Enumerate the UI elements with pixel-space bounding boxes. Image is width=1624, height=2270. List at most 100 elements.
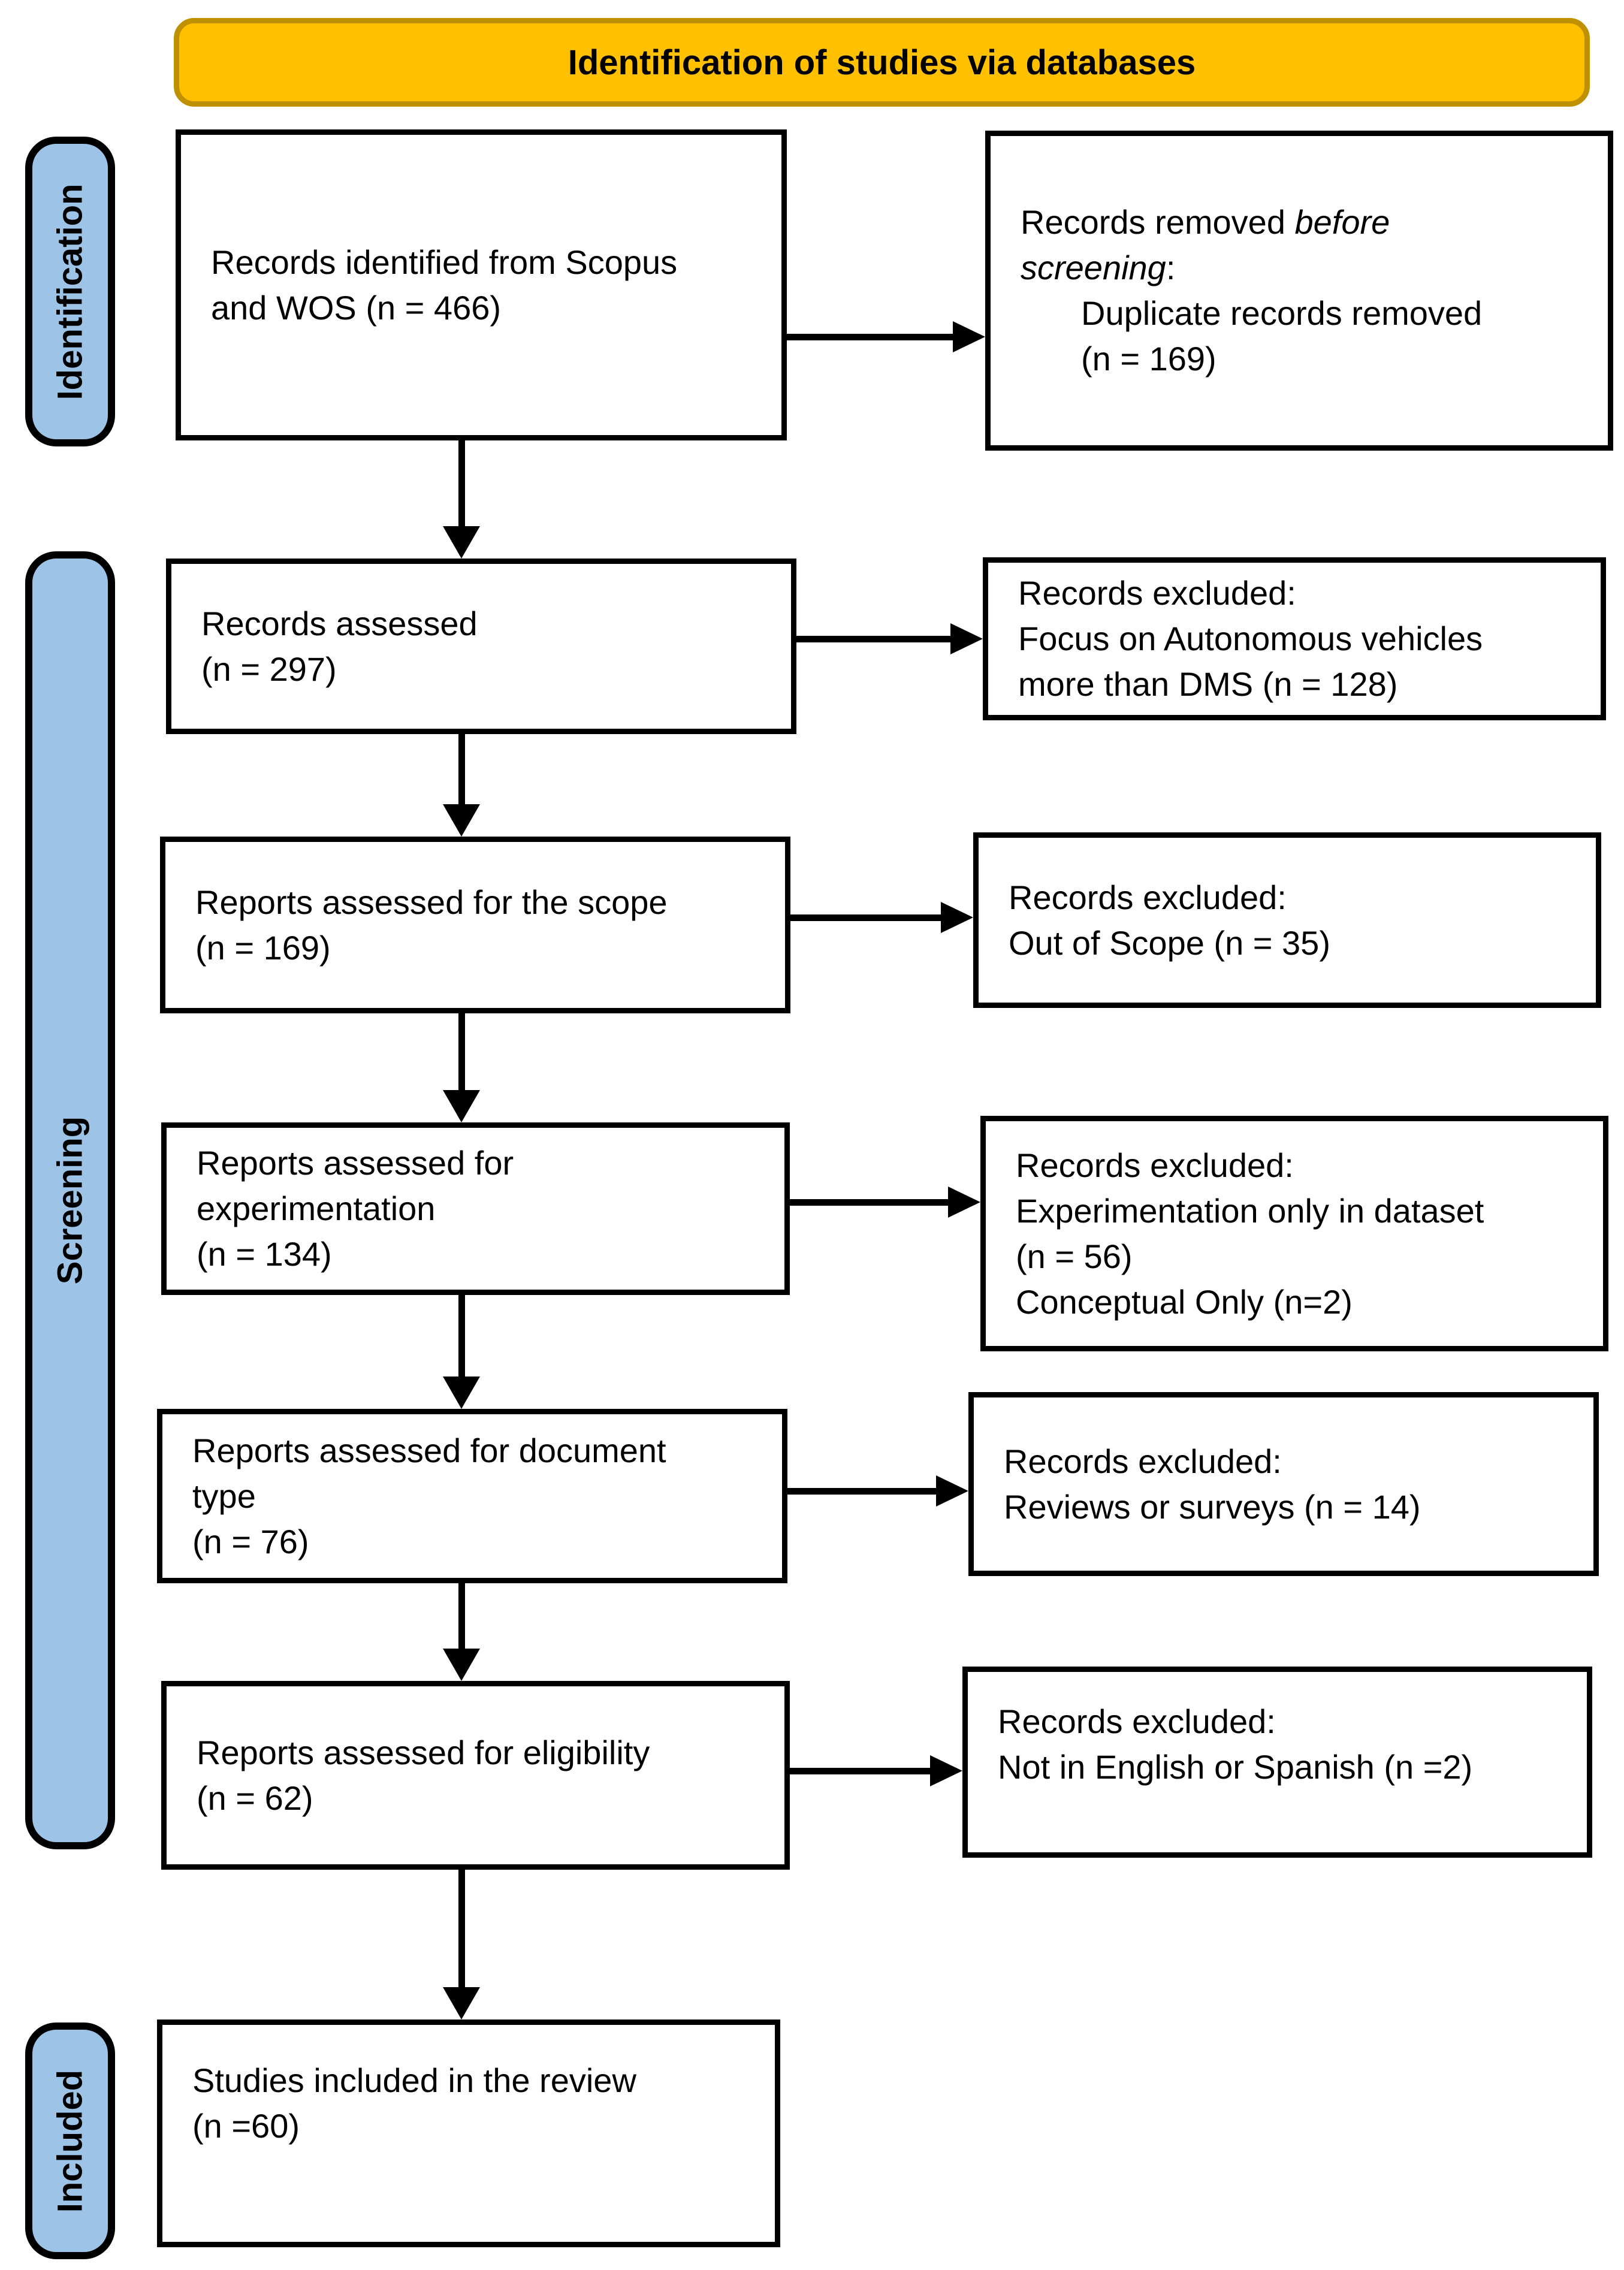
box-text-line: Studies included in the review — [192, 2061, 636, 2099]
arrow-right-row3 — [790, 902, 973, 933]
box-text-line: screening: — [1021, 245, 1597, 291]
arrow-head — [953, 321, 985, 352]
stage-label-included-text: Included — [50, 2069, 90, 2212]
arrow-shaft — [458, 734, 465, 811]
arrow-right-row2 — [796, 623, 983, 654]
arrow-down-6 — [443, 1870, 480, 2020]
arrow-head — [443, 526, 480, 559]
stage-label-identification: Identification — [25, 137, 115, 446]
arrow-down-1 — [443, 440, 480, 559]
arrow-down-2 — [443, 734, 480, 837]
italic-text-segment: screening — [1021, 249, 1166, 286]
box-text-line: more than DMS (n = 128) — [1018, 665, 1398, 703]
box-text-line: Duplicate records removed — [1021, 291, 1597, 336]
box-text-line: Reports assessed for — [197, 1144, 514, 1182]
text-segment: (n = 169) — [1081, 340, 1217, 378]
box-text-line: Reports assessed for the scope — [195, 883, 668, 921]
arrow-shaft — [787, 334, 960, 340]
arrow-head — [936, 1475, 968, 1507]
box-excluded-autonomous-vehicles: Records excluded: Focus on Autonomous veh… — [983, 557, 1606, 720]
arrow-down-3 — [443, 1013, 480, 1122]
box-records-assessed-text: Records assessed (n = 297) — [171, 601, 791, 692]
arrow-shaft — [790, 914, 948, 921]
arrow-shaft — [458, 1870, 465, 1994]
text-segment: : — [1166, 249, 1176, 286]
stage-label-included: Included — [25, 2023, 115, 2259]
box-excluded-experimentation-dataset-text: Records excluded: Experimentation only in… — [986, 1143, 1603, 1325]
italic-text-segment: before — [1294, 203, 1390, 241]
arrow-right-row5 — [787, 1475, 968, 1507]
box-text-line: (n = 134) — [197, 1235, 332, 1273]
arrow-head — [443, 1649, 480, 1681]
arrow-head — [443, 804, 480, 837]
box-text-line: Records excluded: — [1018, 574, 1296, 612]
arrow-shaft — [458, 1013, 465, 1097]
box-records-assessed: Records assessed (n = 297) — [166, 559, 796, 734]
box-text-line: Records removed before — [1021, 200, 1597, 245]
box-text-line: (n = 62) — [197, 1779, 313, 1817]
box-text-line: (n =60) — [192, 2107, 300, 2145]
box-text-line: type — [192, 1477, 256, 1515]
arrow-shaft — [787, 1488, 943, 1495]
box-reports-assessed-experimentation-text: Reports assessed for experimentation (n = … — [167, 1140, 784, 1277]
arrow-head — [950, 623, 983, 654]
box-text-line: Records assessed — [201, 604, 478, 642]
box-excluded-language: Records excluded: Not in English or Spani… — [962, 1667, 1592, 1858]
arrow-shaft — [458, 1295, 465, 1384]
box-excluded-reviews-surveys: Records excluded:Reviews or surveys (n =… — [968, 1392, 1599, 1576]
box-reports-assessed-scope: Reports assessed for the scope (n = 169) — [160, 837, 790, 1013]
arrow-shaft — [796, 636, 958, 642]
arrow-right-row4 — [790, 1187, 980, 1218]
box-text-line: (n = 56) — [1016, 1237, 1133, 1275]
box-excluded-language-text: Records excluded: Not in English or Spani… — [968, 1699, 1587, 1790]
box-text-line: Records excluded: — [998, 1702, 1276, 1740]
box-excluded-reviews-surveys-text: Records excluded:Reviews or surveys (n =… — [974, 1439, 1593, 1530]
box-text-line: and WOS (n = 466) — [211, 288, 502, 327]
box-reports-assessed-experimentation: Reports assessed for experimentation (n = … — [161, 1122, 790, 1295]
arrow-head — [941, 902, 973, 933]
arrow-down-5 — [443, 1583, 480, 1681]
box-excluded-out-of-scope: Records excluded: Out of Scope (n = 35) — [973, 832, 1601, 1008]
arrow-down-4 — [443, 1295, 480, 1409]
title-banner: Identification of studies via databases — [174, 18, 1590, 107]
box-text-line: (n = 169) — [195, 928, 331, 967]
arrow-shaft — [458, 1583, 465, 1656]
text-segment: Duplicate records removed — [1081, 294, 1483, 332]
stage-label-identification-text: Identification — [50, 183, 90, 400]
box-text-line: (n = 76) — [192, 1522, 309, 1560]
arrow-head — [930, 1755, 962, 1786]
box-text-line: Focus on Autonomous vehicles — [1018, 620, 1483, 657]
box-text-line: Experimentation only in dataset — [1016, 1191, 1484, 1230]
arrow-right-row1 — [787, 321, 985, 352]
box-studies-included: Studies included in the review (n =60) — [157, 2020, 780, 2247]
arrow-shaft — [790, 1199, 955, 1206]
arrow-right-row6 — [790, 1755, 962, 1786]
box-text-line: Records excluded: — [1009, 878, 1287, 916]
box-text-line: Records excluded: — [1004, 1442, 1282, 1480]
title-banner-label: Identification of studies via databases — [568, 43, 1196, 82]
box-reports-assessed-document-type-text: Reports assessed for document type (n = 76… — [162, 1428, 782, 1565]
box-excluded-experimentation-dataset: Records excluded: Experimentation only in… — [980, 1116, 1608, 1351]
box-text-line: Conceptual Only (n=2) — [1016, 1282, 1353, 1321]
box-excluded-autonomous-vehicles-text: Records excluded: Focus on Autonomous veh… — [988, 570, 1601, 707]
arrow-head — [443, 1377, 480, 1409]
box-text-line: (n = 297) — [201, 650, 337, 688]
stage-label-screening-text: Screening — [50, 1116, 90, 1285]
box-text-line: Not in English or Spanish (n =2) — [998, 1747, 1473, 1786]
arrow-head — [443, 1090, 480, 1122]
box-text-line: Records excluded: — [1016, 1146, 1294, 1184]
box-reports-assessed-document-type: Reports assessed for document type (n = 76… — [157, 1409, 787, 1583]
box-text-line: experimentation — [197, 1190, 436, 1227]
box-text-line: Out of Scope (n = 35) — [1009, 923, 1330, 962]
box-text-line: Reports assessed for document — [192, 1431, 666, 1469]
text-segment: Records removed — [1021, 203, 1295, 241]
box-excluded-out-of-scope-text: Records excluded: Out of Scope (n = 35) — [979, 875, 1596, 966]
stage-label-screening: Screening — [25, 551, 115, 1849]
box-text-line: (n = 169) — [1021, 336, 1597, 382]
box-reports-assessed-scope-text: Reports assessed for the scope (n = 169) — [165, 880, 785, 971]
arrow-shaft — [458, 440, 465, 533]
